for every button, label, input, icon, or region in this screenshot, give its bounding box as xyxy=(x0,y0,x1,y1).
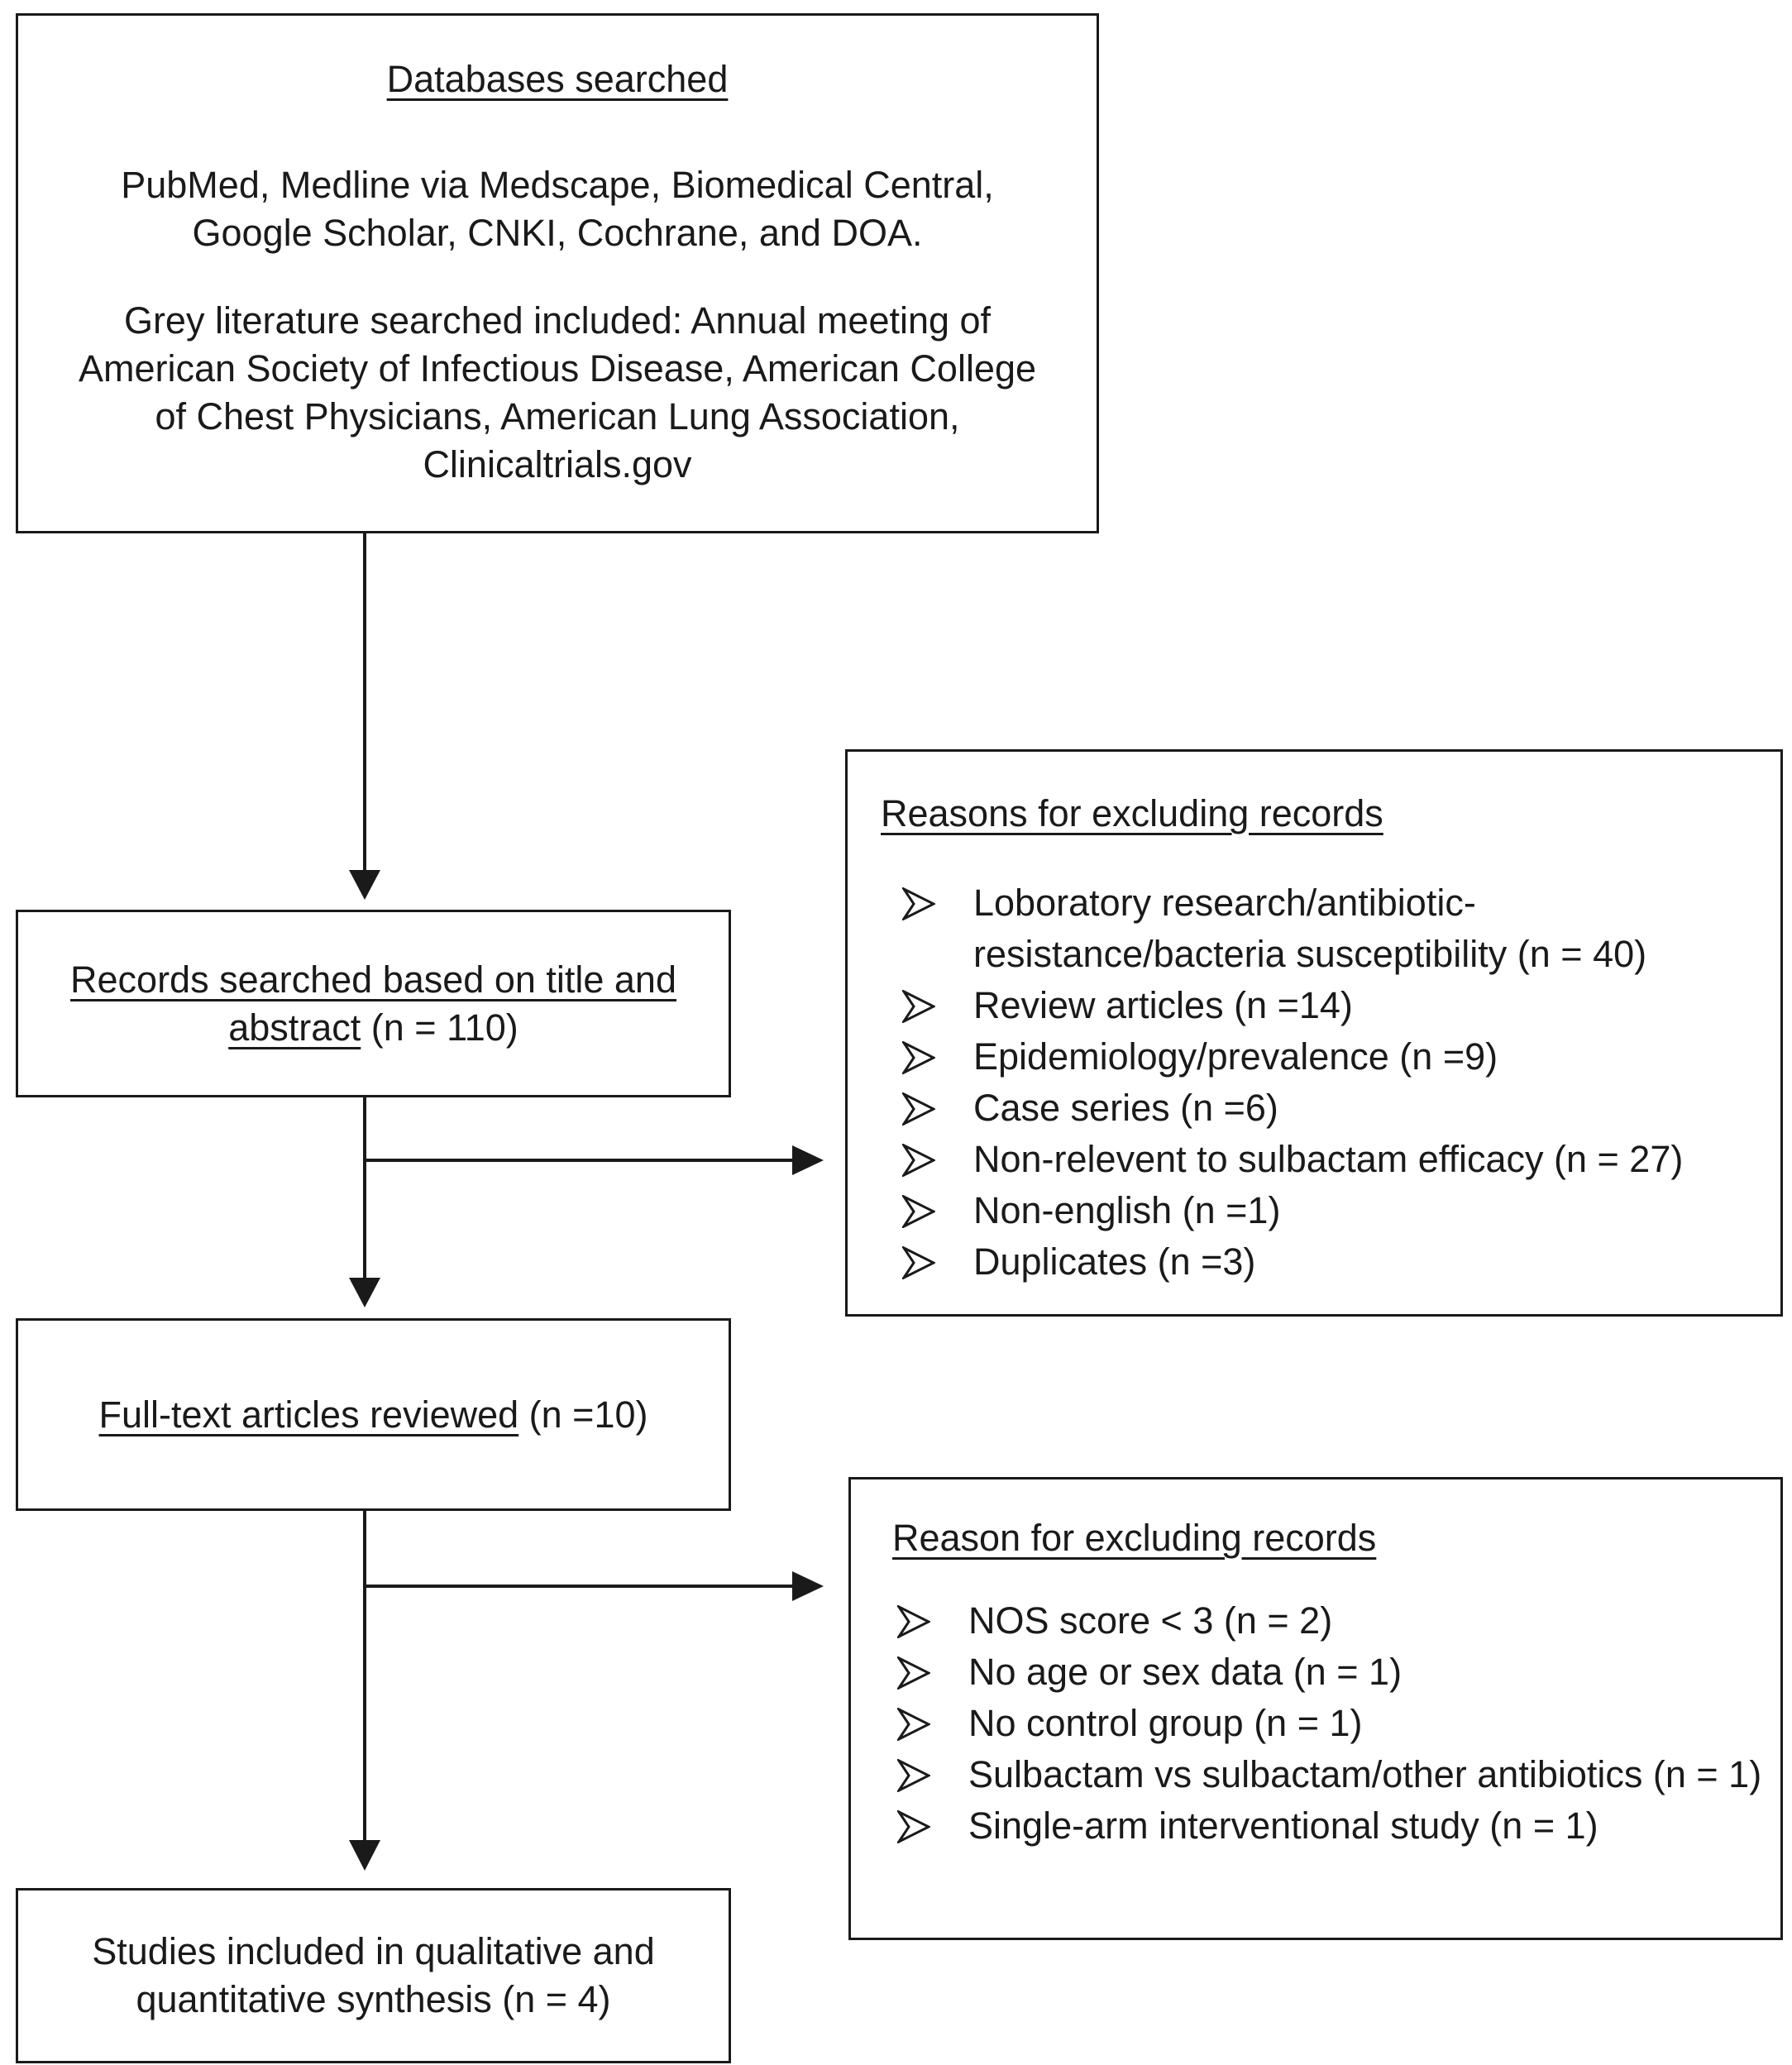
arrow-bullet-icon xyxy=(897,1810,930,1843)
arrow-bullet-icon xyxy=(902,1195,935,1228)
studies-text: Studies included in qualitative and quan… xyxy=(92,1930,655,2020)
exclusion-item: Loboratory research/antibiotic-resistanc… xyxy=(902,877,1780,980)
exclusion-box-2: Reason for excluding records NOS score <… xyxy=(848,1477,1783,1940)
databases-title: Databases searched xyxy=(386,58,729,100)
exclusion-item-text: Epidemiology/prevalence (n =9) xyxy=(973,1035,1498,1078)
exclusion-list-1: Loboratory research/antibiotic-resistanc… xyxy=(902,877,1780,1288)
arrow-bullet-icon xyxy=(902,1246,935,1279)
arrowhead-down xyxy=(349,1840,380,1871)
arrowhead-right xyxy=(792,1571,824,1601)
arrow-bullet-icon xyxy=(902,990,935,1023)
exclusion-item-text: Single-arm interventional study (n = 1) xyxy=(968,1804,1598,1847)
arrow-bullet-icon xyxy=(897,1656,930,1690)
grey-literature-text: Grey literature searched included: Annua… xyxy=(78,299,1037,485)
fulltext-text: Full-text articles reviewed (n =10) xyxy=(99,1391,648,1439)
exclusion-item-text: No control group (n = 1) xyxy=(968,1702,1363,1744)
exclusion-item-text: Case series (n =6) xyxy=(973,1087,1278,1129)
arrow-bullet-icon xyxy=(897,1759,930,1792)
exclusion-item-text: NOS score < 3 (n = 2) xyxy=(968,1599,1333,1642)
exclusion-item: Duplicates (n =3) xyxy=(902,1236,1780,1288)
databases-list: PubMed, Medline via Medscape, Biomedical… xyxy=(121,164,994,254)
exclusion-item-text: Loboratory research/antibiotic-resistanc… xyxy=(973,882,1647,975)
exclusion-title-1: Reasons for excluding records xyxy=(881,792,1383,834)
exclusion-item-text: No age or sex data (n = 1) xyxy=(968,1651,1403,1693)
exclusion-item-text: Non-english (n =1) xyxy=(973,1189,1281,1231)
exclusion-box-1: Reasons for excluding records Loboratory… xyxy=(845,749,1783,1317)
exclusion-item: Case series (n =6) xyxy=(902,1083,1780,1134)
exclusion-item: Single-arm interventional study (n = 1) xyxy=(897,1800,1761,1852)
exclusion-title-2: Reason for excluding records xyxy=(892,1517,1377,1559)
records-label: Records searched based on title and abst… xyxy=(70,958,676,1049)
exclusion-item-text: Sulbactam vs sulbactam/other antibiotics… xyxy=(968,1753,1762,1795)
fulltext-label: Full-text articles reviewed xyxy=(98,1393,519,1436)
databases-box: Databases searched PubMed, Medline via M… xyxy=(16,13,1099,533)
arrow-bullet-icon xyxy=(902,1144,935,1177)
arrow-bullet-icon xyxy=(897,1708,930,1741)
records-text: Records searched based on title and abst… xyxy=(43,956,704,1052)
fulltext-count: (n =10) xyxy=(518,1393,648,1436)
arrow-bullet-icon xyxy=(902,887,935,920)
records-box: Records searched based on title and abst… xyxy=(16,910,731,1097)
fulltext-box: Full-text articles reviewed (n =10) xyxy=(16,1318,731,1511)
exclusion-item-text: Review articles (n =14) xyxy=(973,984,1353,1026)
studies-box: Studies included in qualitative and quan… xyxy=(16,1888,731,2063)
exclusion-item: Epidemiology/prevalence (n =9) xyxy=(902,1031,1780,1083)
arrowhead-right xyxy=(792,1145,824,1175)
arrowhead-down xyxy=(349,870,380,900)
exclusion-item: No control group (n = 1) xyxy=(897,1698,1761,1749)
arrow-bullet-icon xyxy=(902,1041,935,1074)
arrow-bullet-icon xyxy=(902,1092,935,1126)
exclusion-item-text: Duplicates (n =3) xyxy=(973,1240,1256,1283)
exclusion-item: Review articles (n =14) xyxy=(902,980,1780,1031)
arrow-bullet-icon xyxy=(897,1605,930,1638)
exclusion-list-2: NOS score < 3 (n = 2) No age or sex data… xyxy=(897,1595,1761,1852)
exclusion-item: Non-relevent to sulbactam efficacy (n = … xyxy=(902,1134,1780,1185)
exclusion-item: No age or sex data (n = 1) xyxy=(897,1647,1761,1698)
records-count: (n = 110) xyxy=(361,1006,518,1049)
exclusion-item-text: Non-relevent to sulbactam efficacy (n = … xyxy=(973,1138,1684,1180)
arrowhead-down xyxy=(349,1278,380,1307)
exclusion-item: NOS score < 3 (n = 2) xyxy=(897,1595,1761,1647)
exclusion-item: Sulbactam vs sulbactam/other antibiotics… xyxy=(897,1749,1761,1800)
exclusion-item: Non-english (n =1) xyxy=(902,1185,1780,1236)
